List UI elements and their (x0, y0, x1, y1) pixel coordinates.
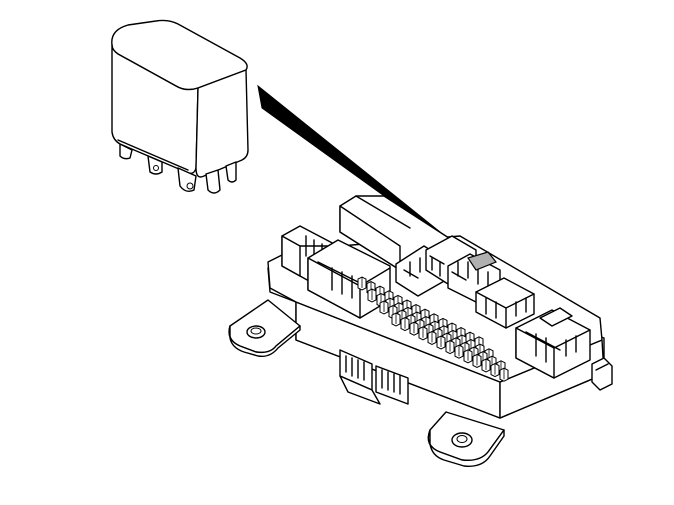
relay-icon (111, 19, 249, 194)
side-latch (591, 357, 613, 391)
connector-mid-right (475, 277, 535, 329)
fuse-rows (357, 276, 509, 382)
bottom-connectors (339, 349, 409, 405)
mounting-tab-left (228, 299, 301, 358)
fuse-relay-box-icon (228, 195, 613, 467)
mounting-tab-right (427, 411, 505, 467)
relay-pins (119, 143, 237, 194)
highlighted-relay-slot (467, 251, 497, 271)
connector-right (515, 307, 591, 379)
